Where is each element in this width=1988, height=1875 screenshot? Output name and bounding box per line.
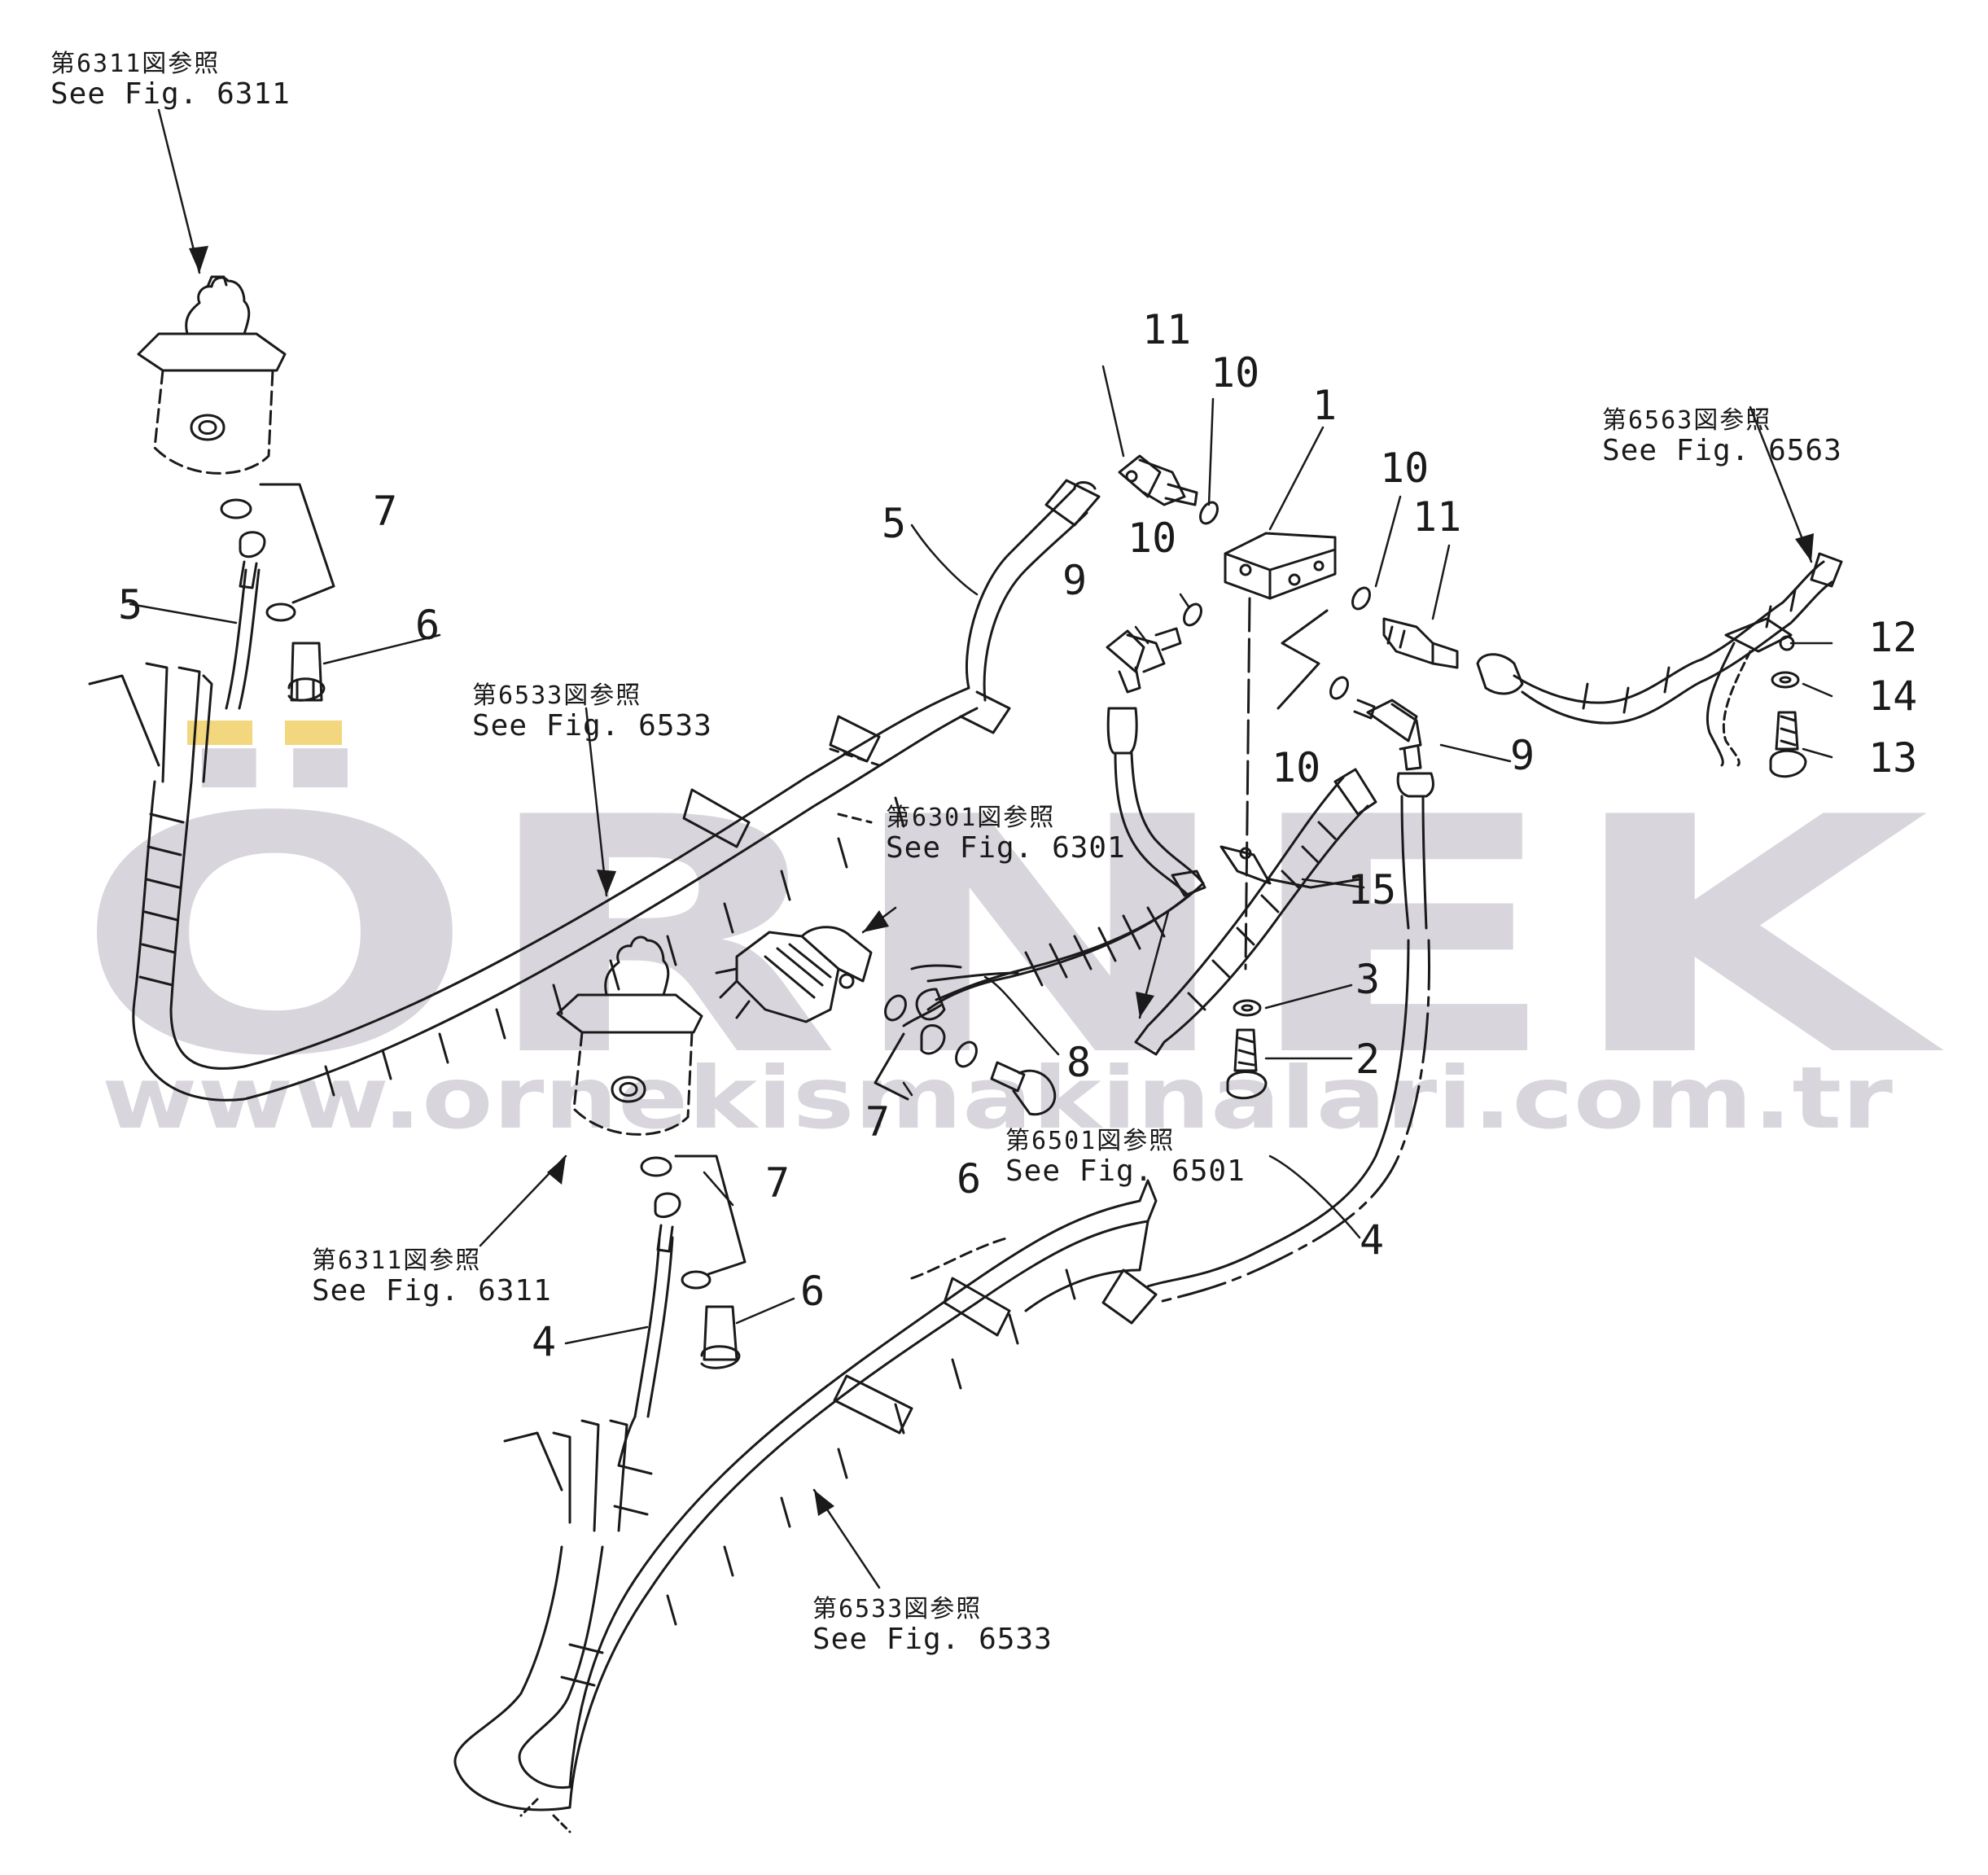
bolt-upper-left (287, 642, 326, 702)
bolt-center-6 (990, 1061, 1057, 1116)
part-label: 11 (1412, 493, 1461, 541)
hose-right (1476, 552, 1843, 767)
figure-reference-en: See Fig. 6563 (1602, 433, 1842, 467)
figure-reference-jp: 第6301図参照 (886, 804, 1056, 832)
oring-group-lower (640, 1154, 747, 1290)
part-label: 4 (1360, 1216, 1384, 1264)
elbow-fitting-9-left (1106, 627, 1182, 694)
part-label: 15 (1347, 866, 1396, 913)
watermark: ÖRNEK www.ornekismakinalari.com.tr (73, 721, 1947, 1148)
valve-lower-middle (556, 935, 703, 1136)
figure-reference: 第6563図参照 See Fig. 6563 (1602, 407, 1842, 467)
leader-lines (129, 108, 1833, 1589)
part-label: 6 (800, 1268, 825, 1315)
figure-reference-jp: 第6533図参照 (812, 1595, 983, 1623)
orings-10 (1183, 501, 1371, 710)
part-label: 6 (957, 1155, 981, 1203)
elbow-fitting-upper (1118, 454, 1198, 506)
hardware-right (1769, 671, 1807, 778)
figure-reference: 第6533図参照 See Fig. 6533 (472, 682, 712, 743)
part-label: 7 (373, 488, 397, 535)
figure-reference: 第6501図参照 See Fig. 6501 (1005, 1128, 1246, 1188)
part-label: 7 (765, 1159, 790, 1207)
part-label: 10 (1272, 744, 1320, 791)
figure-reference: 第6533図参照 See Fig. 6533 (812, 1596, 1053, 1656)
figure-reference: 第6301図参照 See Fig. 6301 (886, 804, 1126, 865)
figure-reference-jp: 第6311図参照 (50, 50, 221, 78)
line-art (88, 108, 1843, 1833)
part-label: 9 (1062, 557, 1087, 604)
figure-reference-en: See Fig. 6301 (886, 830, 1126, 865)
figure-reference-jp: 第6563図参照 (1602, 406, 1772, 435)
figure-reference-en: See Fig. 6311 (312, 1273, 552, 1308)
part-number-labels: 11 10 1 10 10 11 9 5 7 5 6 12 14 13 9 10… (118, 306, 1917, 1365)
bolt-lower (700, 1305, 741, 1369)
part-label: 7 (865, 1098, 890, 1146)
hose-8 (902, 707, 1206, 1027)
figure-reference-en: See Fig. 6533 (812, 1622, 1053, 1656)
harness-lower (453, 1179, 1158, 1833)
part-label: 10 (1211, 349, 1259, 396)
harness-left (88, 479, 1101, 1102)
watermark-accent-left (187, 721, 252, 745)
figure-reference-jp: 第6533図参照 (472, 681, 642, 710)
watermark-accent-right (285, 721, 342, 745)
figure-reference: 第6311図参照 See Fig. 6311 (50, 50, 291, 111)
part-label: 8 (1066, 1039, 1091, 1086)
part-label: 3 (1355, 956, 1380, 1003)
harness-center-15 (1134, 768, 1377, 1056)
valve-upper-left (137, 275, 287, 475)
figure-reference-en: See Fig. 6533 (472, 708, 712, 743)
figure-reference: 第6311図参照 See Fig. 6311 (312, 1247, 552, 1308)
part-label: 4 (532, 1318, 556, 1365)
part-label: 11 (1142, 306, 1191, 353)
part-label: 14 (1868, 672, 1917, 720)
figure-reference-jp: 第6311図参照 (312, 1246, 482, 1275)
part-label: 1 (1312, 382, 1337, 429)
elbow-fitting-9-right (1353, 699, 1422, 771)
part-label: 5 (118, 581, 142, 629)
oring-group-upper-left (220, 483, 335, 622)
part-label: 9 (1510, 732, 1535, 779)
fitting-right-11 (1382, 617, 1459, 669)
hose-right-vertical (1146, 772, 1434, 1304)
part-label: 10 (1380, 445, 1429, 492)
figure-reference-en: See Fig. 6501 (1005, 1154, 1246, 1188)
leader-arrows (189, 246, 1814, 1516)
part-label: 2 (1355, 1036, 1380, 1083)
figure-reference-jp: 第6501図参照 (1005, 1127, 1176, 1155)
part-label: 5 (882, 500, 906, 547)
part-label: 13 (1868, 734, 1917, 782)
part-label: 12 (1868, 614, 1917, 661)
connector-6301 (715, 926, 978, 1101)
figure-reference-en: See Fig. 6311 (50, 77, 291, 111)
part-label: 6 (415, 602, 440, 649)
washer-bolt-center (1226, 999, 1268, 1100)
part-label: 10 (1128, 515, 1176, 562)
